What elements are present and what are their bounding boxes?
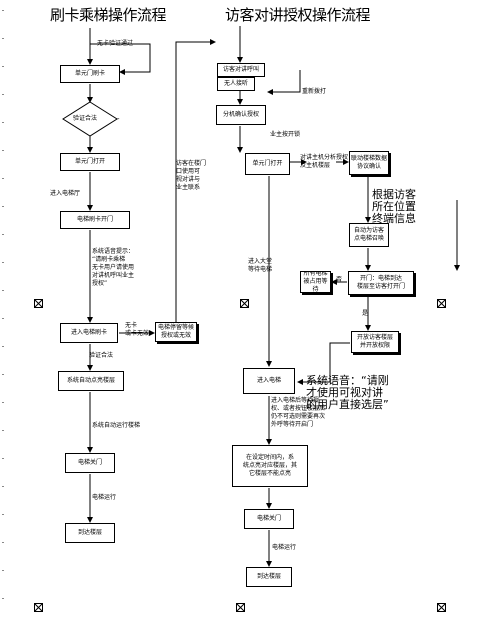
car-prompt-label: 进入电梯后等待授 权、或者按钮楼层后 仍不可选则需要再次 外呼等待开启门 [271,397,326,428]
no-label: 否 [336,276,343,283]
unit-open-box: 单元门打开 [245,153,290,175]
crosshair-mark [33,597,44,613]
auto-call-box: 自动为访客 点电梯召唤 [349,223,389,247]
all-occupied-box: 所有电梯 被占用等待 [300,271,331,293]
margin-tick [2,122,4,123]
margin-tick [2,318,4,319]
margin-tick [2,402,4,403]
no-card-loop-label: 无卡验证通过 [97,40,134,47]
margin-tick [2,514,4,515]
margin-tick [2,206,4,207]
close-door-box: 电梯关门 [65,453,115,473]
system-voice-text: 系统语音：“请刚 才使用可视对讲 的用户直接选层” [306,374,389,411]
auto-light-box: 系统自动点亮楼层 [58,371,124,391]
right-arrive-box: 到达楼层 [246,567,292,587]
crosshair-mark [239,293,250,309]
margin-tick [2,290,4,291]
no-answer-box: 无人接听 [217,77,255,91]
right-running-label: 电梯运行 [272,544,297,551]
margin-tick [2,598,4,599]
system-check-label: 对讲主机分析授权 及主机楼层 [300,154,349,169]
margin-tick [2,458,4,459]
arrive-box: 到达楼层 [65,523,115,543]
margin-tick [2,374,4,375]
verify-decision: 验证合法 [73,115,98,122]
enter-car-box: 进入电梯刷卡 [60,323,118,343]
margin-tick [2,10,4,11]
auto-run-label: 系统自动运行楼梯 [92,422,141,429]
auto-floor-box: 开放访客楼层 并开放权限 [351,331,399,353]
margin-tick [2,570,4,571]
owner-open-label: 业主按开锁 [270,131,301,138]
open-door-box: 单元门打开 [60,153,120,171]
crosshair-mark [436,293,447,309]
margin-tick [2,346,4,347]
enter-elevator-box: 进入电梯 [243,368,295,394]
right-title: 访客对讲授权操作流程 [225,6,371,24]
margin-tick [2,234,4,235]
valid-label: 验证合法 [89,352,114,359]
no-card-label: 无卡 或卡无效 [125,322,150,337]
voice-note-text: 根据访客 所在位置 终端信息 [372,188,416,225]
margin-tick [2,150,4,151]
margin-tick [2,542,4,543]
enter-lobby-label: 进入电梯厅 [50,190,81,197]
yes-label: 是 [362,310,369,317]
enter-lobby-wait-label: 进入大堂 等待电梯 [248,258,273,273]
owner-authorize-box: 分机确认授权 [216,105,266,125]
margin-tick [2,38,4,39]
running-label: 电梯运行 [92,494,117,501]
send-info-box: 联动楼梯数据 协议确认 [349,151,389,175]
crosshair-mark [235,597,246,613]
margin-tick [2,262,4,263]
voice-prompt-label: 系统语音提示： “请刷卡乘梯 无卡用户请使用 对讲机呼叫业主 授权” [92,248,135,287]
svg-text:-: - [117,115,120,123]
margin-tick [2,66,4,67]
elevator-wait-box: 电梯停留等候 授权或无效 [155,322,197,342]
hang-up-label: 重新拨打 [302,88,327,95]
crosshair-mark [436,597,447,613]
margin-tick [2,178,4,179]
right-close-door-box: 电梯关门 [244,509,294,529]
visitor-call-box: 访客对讲呼叫 [217,63,265,77]
margin-tick [2,486,4,487]
margin-tick [2,94,4,95]
swipe-call-box: 电梯刷卡开门 [60,211,130,229]
swipe-card-box: 单元门刷卡 [60,65,120,83]
lift-selected-box: 在设定时间内，系 统点亮对应楼层，其 它楼层不能点亮 [232,445,308,487]
crosshair-mark [33,293,44,309]
owner-contact-label: 访客在楼门 口使用可 视对讲与 业主联系 [176,160,207,191]
left-title: 刷卡乘梯操作流程 [50,6,167,24]
margin-tick [2,430,4,431]
open-stop-box: 开门：电梯到达 楼层至访客打开门 [348,271,414,295]
